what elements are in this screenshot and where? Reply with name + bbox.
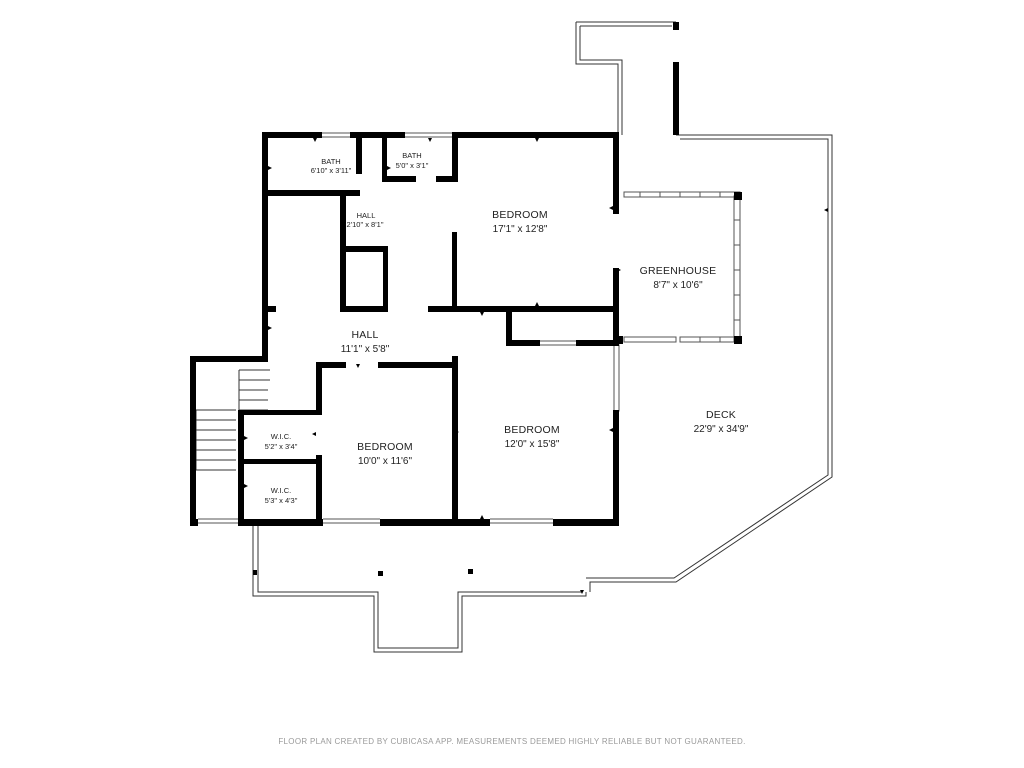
stairs (195, 369, 270, 471)
room-name: BEDROOM (357, 441, 413, 453)
room-hall: HALL 11'1" x 5'8" (341, 329, 390, 355)
room-name: BEDROOM (504, 424, 560, 436)
door-markers (244, 138, 828, 594)
room-dimensions: 17'1" x 12'8" (493, 224, 548, 235)
room-dimensions: 5'3" x 4'3" (265, 496, 298, 505)
room-hall-small: HALL 2'10" x 8'1" (347, 211, 384, 229)
room-bedroom-1: BEDROOM 17'1" x 12'8" (492, 209, 548, 235)
room-dimensions: 5'0" x 3'1" (396, 161, 429, 170)
room-dimensions: 12'0" x 15'8" (505, 439, 560, 450)
room-dimensions: 2'10" x 8'1" (347, 220, 384, 229)
room-bedroom-2: BEDROOM 12'0" x 15'8" (504, 424, 560, 450)
room-name: BEDROOM (492, 209, 548, 221)
walls (190, 22, 742, 576)
room-bedroom-3: BEDROOM 10'0" x 11'6" (357, 441, 413, 467)
room-dimensions: 5'2" x 3'4" (265, 442, 298, 451)
room-name: HALL (351, 329, 378, 341)
room-wic-1: W.I.C. 5'2" x 3'4" (265, 432, 298, 451)
footer-disclaimer: FLOOR PLAN CREATED BY CUBICASA APP. MEAS… (278, 737, 746, 746)
room-name: DECK (706, 409, 736, 421)
room-name: W.I.C. (271, 432, 291, 441)
greenhouse-glazing (613, 191, 741, 412)
room-dimensions: 10'0" x 11'6" (358, 456, 413, 467)
room-bath2: BATH 5'0" x 3'1" (396, 151, 429, 170)
room-bath1: BATH 6'10" x 3'11" (311, 157, 352, 175)
room-name: BATH (321, 157, 340, 166)
room-dimensions: 8'7" x 10'6" (653, 280, 703, 291)
room-dimensions: 11'1" x 5'8" (341, 344, 390, 355)
room-dimensions: 6'10" x 3'11" (311, 166, 352, 175)
room-name: HALL (357, 211, 376, 220)
windows (198, 132, 576, 524)
room-name: W.I.C. (271, 486, 291, 495)
room-name: BATH (402, 151, 421, 160)
room-dimensions: 22'9" x 34'9" (694, 424, 749, 435)
room-wic-2: W.I.C. 5'3" x 4'3" (265, 486, 298, 505)
room-name: GREENHOUSE (640, 265, 717, 277)
room-greenhouse: GREENHOUSE 8'7" x 10'6" (640, 265, 717, 291)
deck-outline (252, 21, 833, 653)
room-deck: DECK 22'9" x 34'9" (694, 409, 749, 435)
